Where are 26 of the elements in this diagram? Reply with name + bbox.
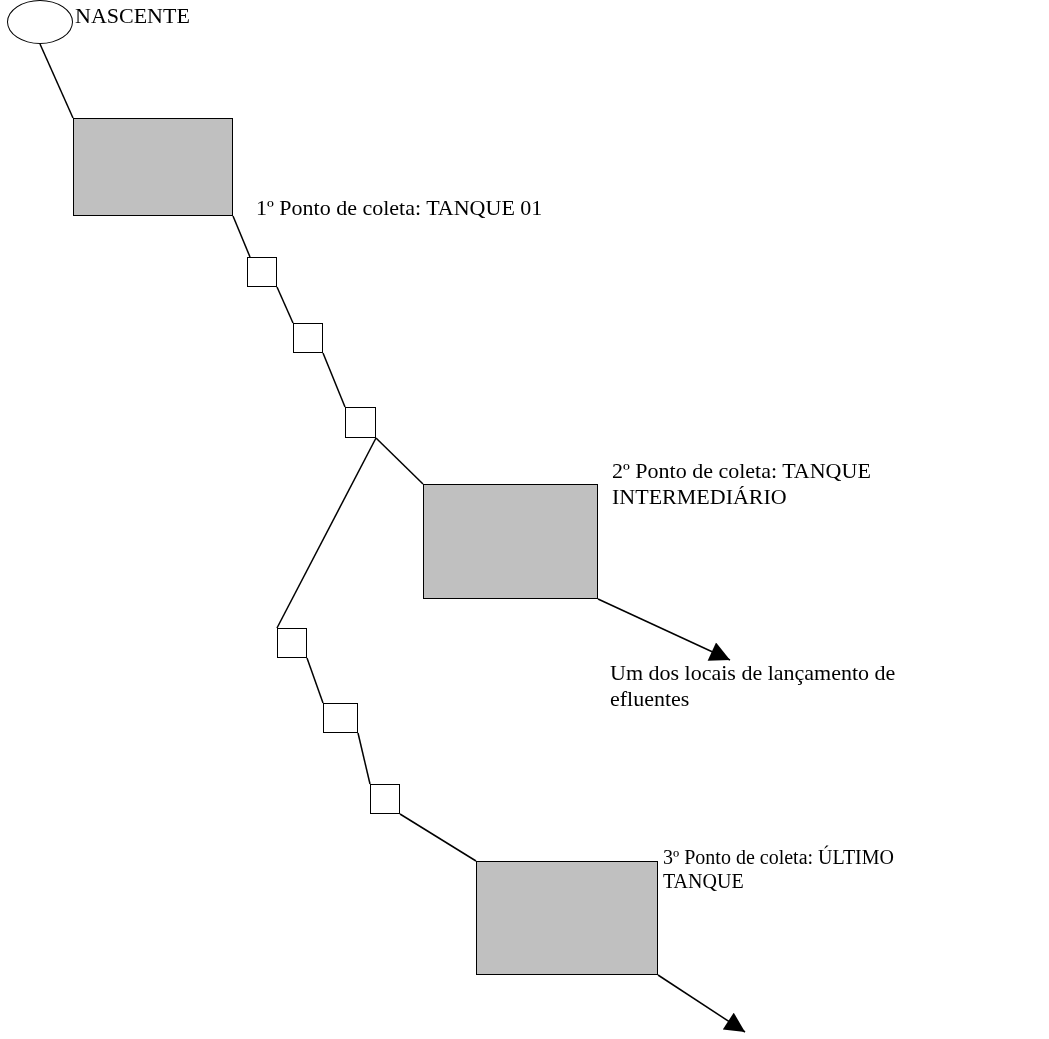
spring-circle <box>7 0 73 44</box>
connector-line <box>276 286 294 324</box>
connector-line <box>399 813 477 862</box>
collection-point-box <box>345 407 376 438</box>
tank-box <box>423 484 598 599</box>
node-caption: 3º Ponto de coleta: ÚLTIMO TANQUE <box>663 845 895 893</box>
node-caption: NASCENTE <box>75 3 191 30</box>
node-caption: 2º Ponto de coleta: TANQUE INTERMEDIÁRIO <box>612 458 872 511</box>
connector-line <box>357 732 371 785</box>
node-caption: 1º Ponto de coleta: TANQUE 01 <box>256 195 544 222</box>
connector-line <box>276 437 377 629</box>
collection-point-box <box>277 628 307 658</box>
annotation-text: Um dos locais de lançamento de efluentes <box>610 660 950 713</box>
collection-point-box <box>370 784 400 814</box>
collection-point-box <box>247 257 277 287</box>
tank-box <box>73 118 233 216</box>
connector-line <box>39 43 74 119</box>
tank-box <box>476 861 658 975</box>
connector-line <box>232 215 251 258</box>
connector-line <box>306 657 324 704</box>
arrow <box>597 598 731 661</box>
connector-line <box>375 437 424 485</box>
collection-point-box <box>323 703 358 733</box>
arrow <box>657 974 746 1033</box>
collection-point-box <box>293 323 323 353</box>
connector-line <box>322 352 346 408</box>
